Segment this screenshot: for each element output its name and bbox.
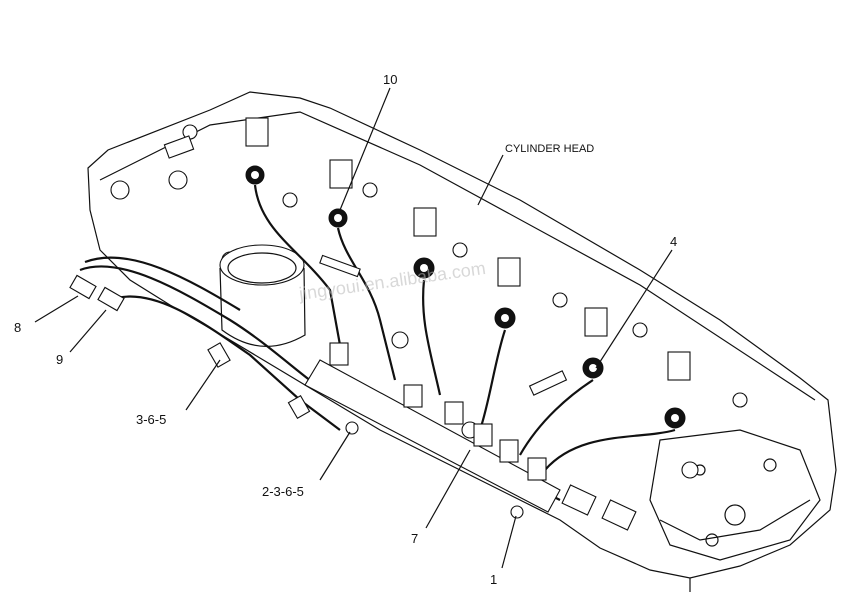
fuel-manifold <box>304 342 637 531</box>
injector-6 <box>664 351 691 429</box>
callout-9: 9 <box>56 352 63 367</box>
callout-2-3-6-5: 2-3-6-5 <box>262 484 304 499</box>
callout-7: 7 <box>411 531 418 546</box>
injector-3 <box>413 207 437 279</box>
injectors <box>245 117 691 429</box>
callout-labels: 10 CYLINDER HEAD 4 8 9 3-6-5 2-3-6-5 7 1 <box>14 72 677 587</box>
callout-8: 8 <box>14 320 21 335</box>
leader-lines <box>34 87 673 569</box>
cylinder-head-body <box>87 91 837 592</box>
callout-1: 1 <box>490 572 497 587</box>
fuel-lines <box>79 184 676 501</box>
clamps <box>319 254 568 396</box>
injector-4 <box>494 257 521 329</box>
fittings <box>69 274 311 420</box>
injector-2 <box>328 159 353 228</box>
callout-3-6-5: 3-6-5 <box>136 412 166 427</box>
injector-1 <box>245 117 269 185</box>
intake-elbow <box>219 244 306 347</box>
callout-4: 4 <box>670 234 677 249</box>
injector-5 <box>582 307 608 379</box>
callout-10: 10 <box>383 72 397 87</box>
callout-cylinder-head: CYLINDER HEAD <box>505 143 594 155</box>
